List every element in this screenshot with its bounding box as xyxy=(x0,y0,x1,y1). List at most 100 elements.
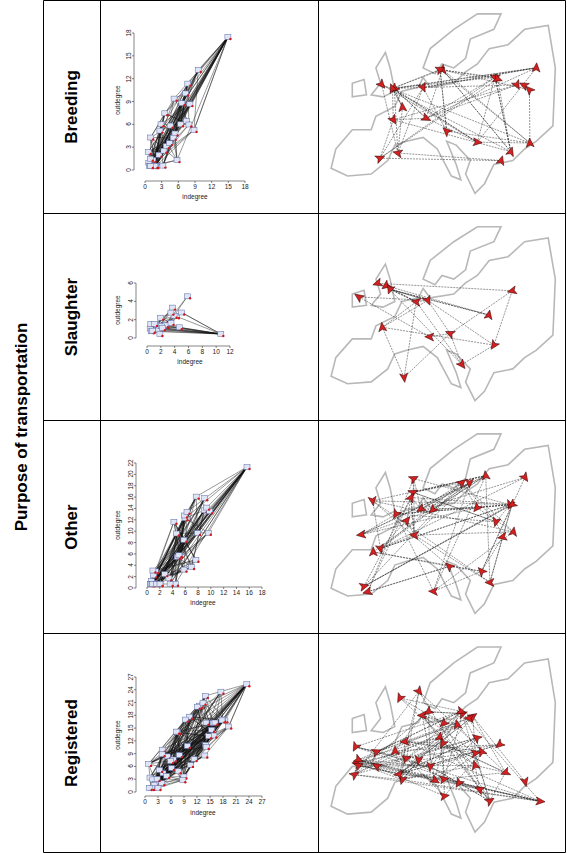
flow-line xyxy=(461,711,540,801)
node-dot xyxy=(152,138,154,140)
network-edge xyxy=(163,692,221,774)
country-marker xyxy=(464,714,474,723)
network-node xyxy=(149,328,155,333)
network-edge xyxy=(160,684,247,770)
tick xyxy=(134,553,136,554)
axis-title: indegree xyxy=(190,600,215,607)
tick-label: 16 xyxy=(128,493,135,500)
node-dot xyxy=(215,736,217,738)
country-marker xyxy=(526,138,535,148)
node-dot xyxy=(200,71,202,73)
network-node xyxy=(147,164,153,169)
tick xyxy=(174,346,175,348)
flow-line xyxy=(390,289,428,300)
network-edge xyxy=(190,727,228,765)
tick-label: 6 xyxy=(128,281,135,285)
country-marker xyxy=(484,795,496,806)
network-edge xyxy=(152,497,196,584)
tick-label: 2 xyxy=(128,318,135,322)
network-node xyxy=(202,693,208,698)
row-header: Slaughter xyxy=(44,214,100,420)
network-node xyxy=(175,769,181,774)
node-dot xyxy=(182,125,184,127)
tick xyxy=(211,181,212,183)
country-marker xyxy=(414,756,423,766)
node-dot xyxy=(159,789,161,791)
flow-line xyxy=(390,289,428,300)
tick xyxy=(171,796,172,798)
flow-line xyxy=(399,714,462,774)
country-marker xyxy=(440,791,450,800)
network-edge xyxy=(158,703,203,788)
country-marker xyxy=(470,759,480,770)
node-dot xyxy=(187,720,189,722)
tick-label: 3 xyxy=(128,777,135,781)
node-dot xyxy=(150,153,152,155)
country-marker xyxy=(400,373,409,383)
flow-line xyxy=(382,327,404,377)
tick xyxy=(134,753,136,754)
flow-line xyxy=(382,85,530,144)
tick-label: 3 xyxy=(156,799,160,806)
network-edge xyxy=(194,37,228,130)
network-edge xyxy=(172,696,206,768)
node-dot xyxy=(167,326,169,328)
country-marker xyxy=(426,504,438,516)
network-edge xyxy=(160,516,185,585)
country-marker xyxy=(437,718,449,730)
flow-line xyxy=(447,131,530,143)
flow-line xyxy=(440,70,495,78)
tick xyxy=(249,587,250,589)
tick-label: 8 xyxy=(128,541,135,545)
node-dot xyxy=(204,704,206,706)
flow-line xyxy=(380,505,510,549)
tick xyxy=(134,283,136,284)
country-marker xyxy=(408,473,420,484)
network-node xyxy=(174,729,180,734)
network-node xyxy=(185,294,191,299)
network-edge xyxy=(169,70,198,143)
tick xyxy=(134,519,136,520)
x-axis xyxy=(147,587,262,588)
flow-line xyxy=(394,89,426,119)
flow-line xyxy=(443,69,530,143)
network-node xyxy=(203,744,209,749)
flow-line xyxy=(361,508,477,535)
flow-line xyxy=(382,85,478,143)
grid-line xyxy=(43,1,44,853)
flow-line xyxy=(398,88,423,154)
network-node xyxy=(178,122,184,127)
flow-line xyxy=(428,712,430,767)
node-dot xyxy=(189,297,191,299)
country-marker xyxy=(493,739,505,751)
tick xyxy=(223,587,224,589)
node-dot xyxy=(183,104,185,106)
flow-line xyxy=(428,300,494,345)
node-dot xyxy=(213,731,215,733)
network-edge xyxy=(182,37,228,103)
flow-line xyxy=(364,483,462,587)
network-node xyxy=(195,531,201,536)
country-marker xyxy=(506,499,518,511)
flow-line xyxy=(404,334,450,378)
node-dot xyxy=(181,556,183,558)
network-node xyxy=(244,682,250,687)
network-edge xyxy=(162,326,221,334)
flow-line xyxy=(486,476,490,583)
flow-line xyxy=(399,738,476,774)
network-node xyxy=(195,68,201,73)
tick xyxy=(178,181,179,183)
country-marker xyxy=(437,738,448,750)
node-dot xyxy=(206,499,208,501)
network-edge xyxy=(200,684,247,706)
tick-label: 8 xyxy=(196,590,200,597)
network-edge xyxy=(151,684,246,788)
row-label: Breeding xyxy=(62,70,82,144)
flow-line xyxy=(380,505,510,549)
node-dot xyxy=(195,760,197,762)
country-marker xyxy=(444,328,455,339)
network-edge xyxy=(152,684,246,788)
network-node xyxy=(191,757,197,762)
network-edge xyxy=(156,684,247,782)
